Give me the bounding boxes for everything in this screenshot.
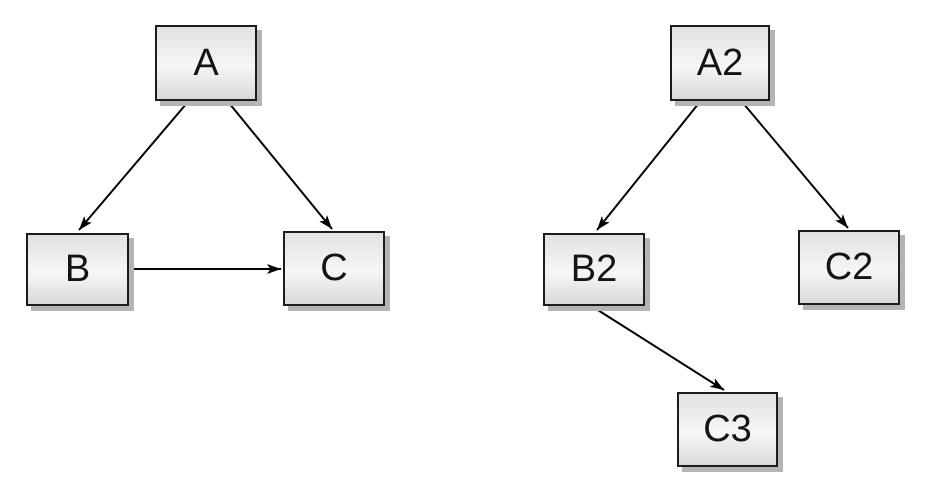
node-C2[interactable]: C2 <box>798 230 900 305</box>
edge-B2-C3 <box>592 306 725 391</box>
node-C-label: C <box>320 247 348 289</box>
node-A2-label: A2 <box>696 41 744 84</box>
edge-A2-B2 <box>596 102 700 231</box>
edge-A-B <box>78 102 188 231</box>
node-C3[interactable]: C3 <box>677 392 778 467</box>
node-C3-label: C3 <box>703 408 752 450</box>
node-B2[interactable]: B2 <box>543 233 645 306</box>
node-B[interactable]: B <box>26 233 129 306</box>
node-C[interactable]: C <box>283 231 385 306</box>
edge-A2-C2 <box>742 102 849 229</box>
edge-A-C <box>228 102 333 230</box>
node-B-label: B <box>64 248 91 290</box>
node-C2-label: C2 <box>824 246 874 288</box>
node-B2-label: B2 <box>570 248 618 290</box>
node-A-label: A <box>193 41 219 84</box>
node-A[interactable]: A <box>155 25 257 101</box>
node-A2[interactable]: A2 <box>670 25 770 101</box>
